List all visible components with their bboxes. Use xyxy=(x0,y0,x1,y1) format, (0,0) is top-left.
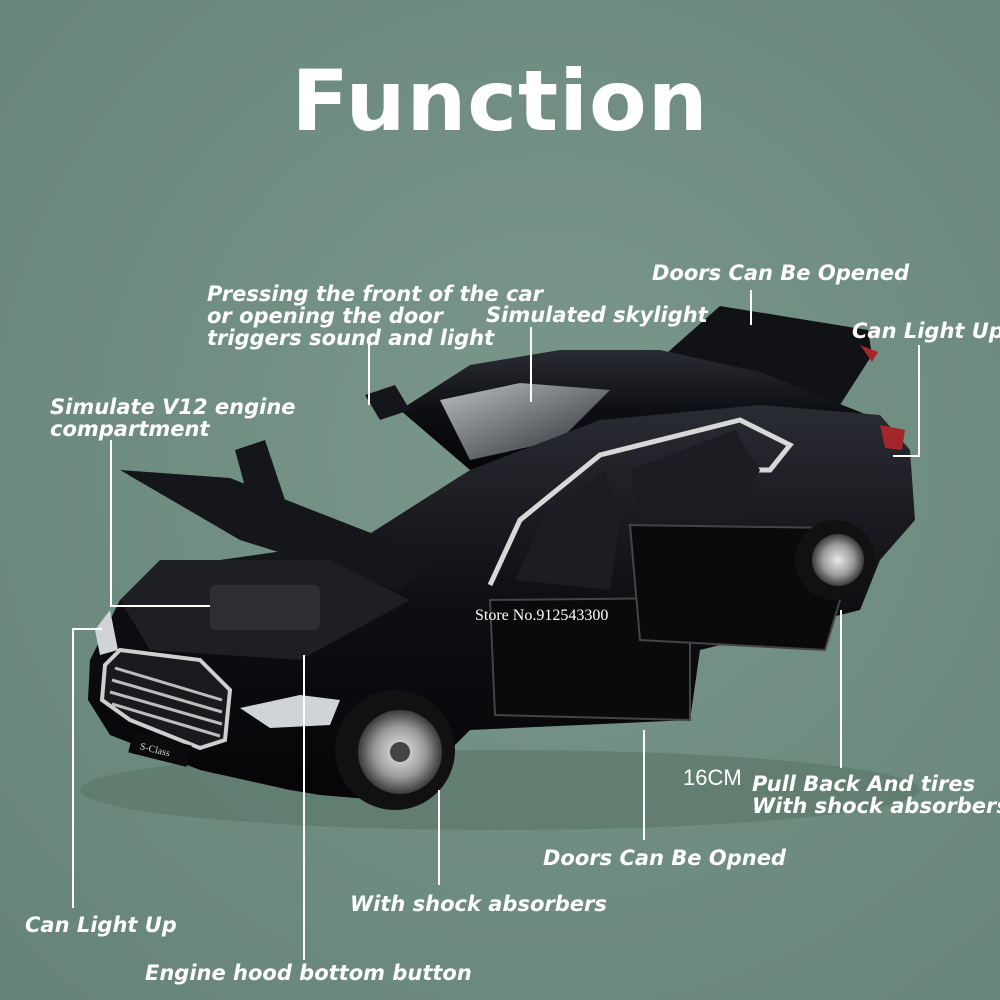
leader-line-engine xyxy=(110,440,112,605)
label-shock: With shock absorbers xyxy=(350,892,607,916)
leader-line-doors-bottom xyxy=(643,730,645,840)
label-size: 16CM xyxy=(683,765,742,790)
leader-line-shock xyxy=(438,790,440,885)
leader-line-doors-top xyxy=(750,290,752,325)
label-doors-top: Doors Can Be Opened xyxy=(652,261,910,285)
leader-line-light-front xyxy=(72,628,74,908)
leader-line-hood xyxy=(303,655,305,960)
label-light-rear: Can Light Up xyxy=(852,319,1000,343)
store-watermark: Store No.912543300 xyxy=(475,607,609,624)
leader-line-pressing xyxy=(368,340,370,405)
leader-line-light-front-h xyxy=(72,628,102,630)
leader-line-pullback xyxy=(840,610,842,768)
label-hood-button: Engine hood bottom button xyxy=(145,961,472,985)
label-pressing-front: Pressing the front of the car or opening… xyxy=(207,282,543,350)
label-doors-bottom: Doors Can Be Opned xyxy=(543,846,786,870)
page-title: Function xyxy=(291,52,709,150)
label-engine: Simulate V12 engine compartment xyxy=(50,395,296,441)
leader-line-light-rear xyxy=(918,345,920,455)
label-skylight: Simulated skylight xyxy=(486,303,708,327)
label-pullback: Pull Back And tires With shock absorbers xyxy=(752,772,1000,818)
leader-line-engine-h xyxy=(110,605,210,607)
label-light-front: Can Light Up xyxy=(25,913,177,937)
leader-line-light-rear-h xyxy=(893,455,920,457)
leader-line-skylight xyxy=(530,327,532,402)
